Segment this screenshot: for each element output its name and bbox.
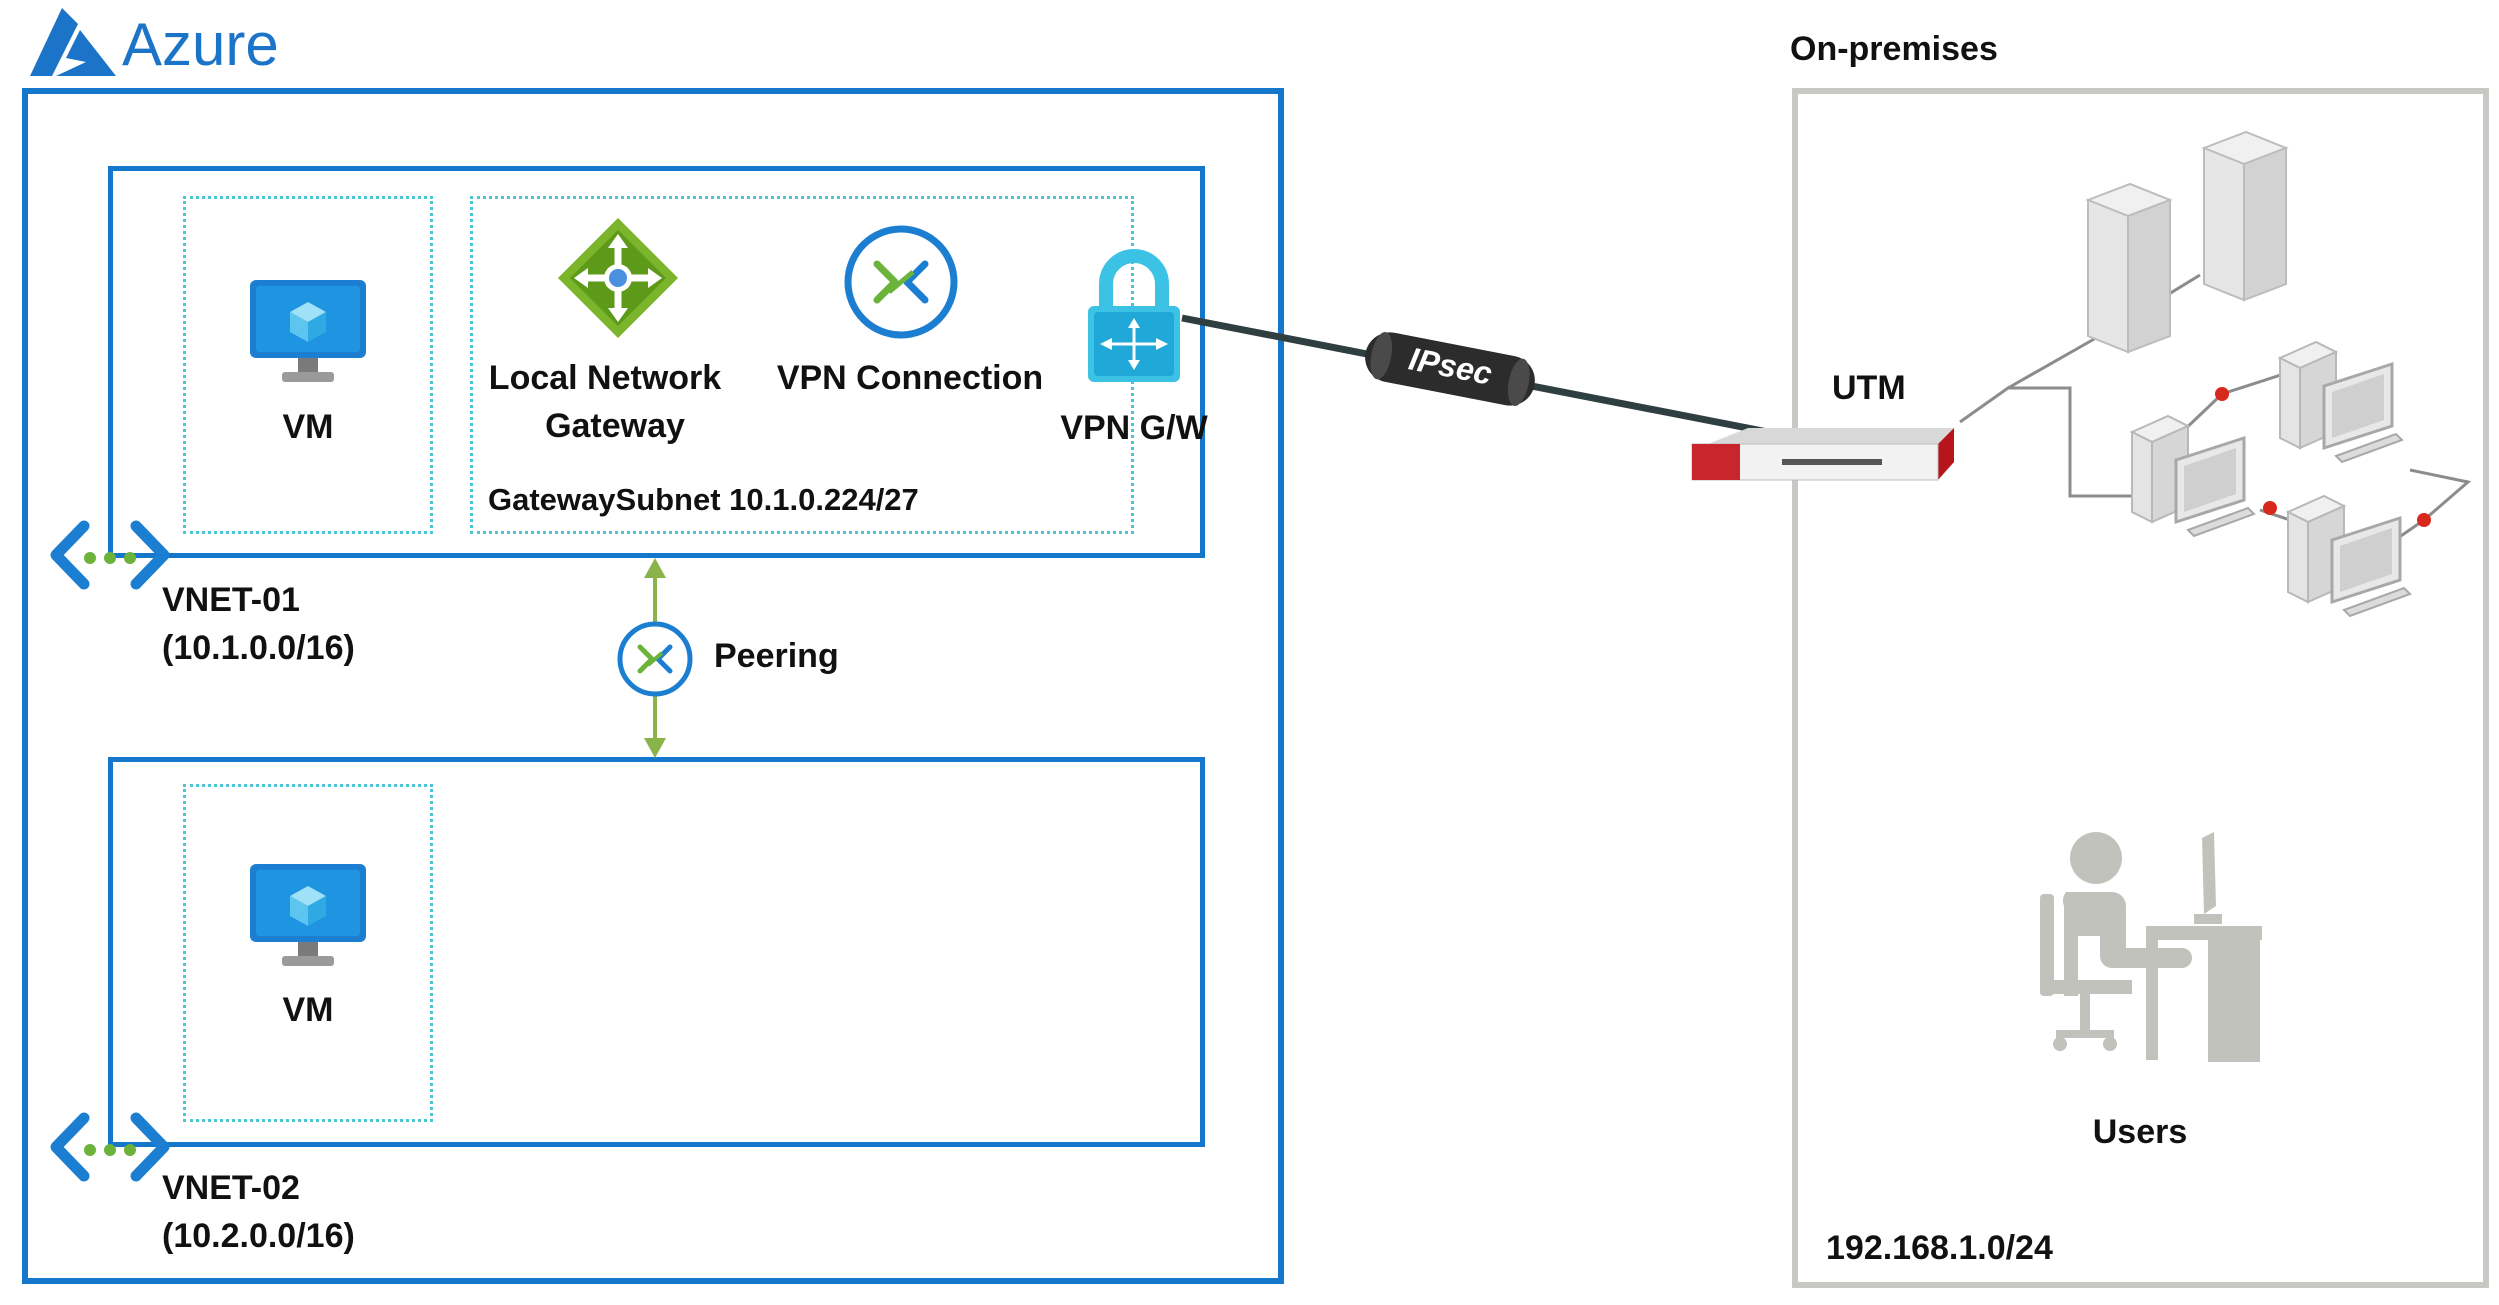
user-icon [2026,830,2262,1066]
peering-label: Peering [714,637,839,675]
users-label: Users [2092,1113,2188,1151]
workstation-icon [2276,336,2406,486]
onprem-region [1792,88,2489,1288]
vm-icon [246,276,370,388]
workstation-icon [2284,490,2414,640]
azure-region [22,88,1284,1284]
vpn-gw-label: VPN G/W [1060,409,1208,447]
lng-label-line2: Gateway [545,407,685,445]
gateway-subnet-label: GatewaySubnet 10.1.0.224/27 [488,482,919,517]
vnet02-vm-label: VM [282,991,334,1029]
server-icon [2200,128,2290,304]
vnet-02-box [108,757,1205,1147]
vnet-icon [50,1112,170,1182]
workstation-icon [2128,410,2258,560]
vpn-gateway-icon [1084,248,1184,384]
vnet02-vm-subnet [183,784,433,1122]
vpn-connection-label: VPN Connection [776,359,1044,397]
vnet-01-box [108,166,1205,558]
vnet02-cidr: (10.2.0.0/16) [162,1217,355,1255]
local-network-gateway-icon [556,216,680,340]
vnet01-name: VNET-01 [162,581,300,619]
onprem-subnet-label: 192.168.1.0/24 [1826,1229,2053,1267]
server-icon [2084,180,2174,356]
azure-title: Azure [122,11,279,78]
peering-icon [616,620,694,698]
ipsec-tunnel: IPsec [1356,321,1545,416]
vm-icon [246,860,370,972]
azure-logo-icon [22,6,118,78]
utm-icon [1688,424,1958,486]
vnet01-cidr: (10.1.0.0/16) [162,629,355,667]
lng-label-line1: Local Network [488,359,722,397]
vnet01-vm-subnet [183,196,433,534]
vnet-icon [50,520,170,590]
onprem-title: On-premises [1790,30,1998,68]
vnet01-vm-label: VM [282,408,334,446]
vnet02-name: VNET-02 [162,1169,300,1207]
utm-label: UTM [1832,369,1906,407]
vpn-connection-icon [843,224,959,340]
